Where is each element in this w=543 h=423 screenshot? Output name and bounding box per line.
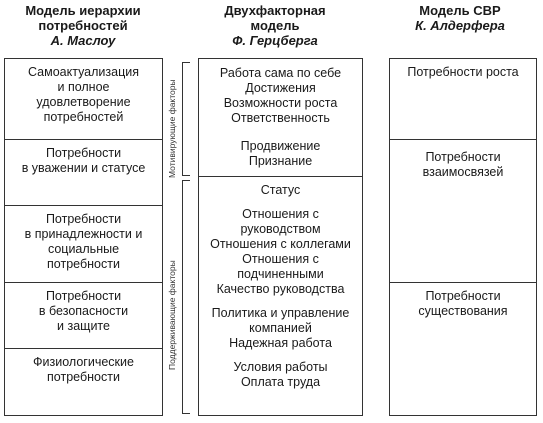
herzberg-factor: Надежная работа bbox=[229, 336, 332, 350]
header-herzberg-line1: Двухфакторная bbox=[224, 3, 326, 18]
header-herzberg-line2: модель bbox=[250, 18, 300, 33]
maslow-level-3-line: Потребности bbox=[45, 212, 122, 226]
erg-relatedness: Потребности взаимосвязей bbox=[390, 140, 536, 283]
maslow-level-3-line: социальные bbox=[47, 242, 120, 256]
header-maslow-line2: потребностей bbox=[38, 18, 128, 33]
herzberg-factor: Отношения с bbox=[242, 252, 319, 266]
herzberg-factor: Работа сама по себе bbox=[219, 66, 342, 80]
maslow-level-2-line: Потребности bbox=[45, 146, 122, 160]
maslow-level-1-line: и полное bbox=[57, 80, 110, 94]
header-maslow-line1: Модель иерархии bbox=[25, 3, 141, 18]
erg-existence-line: Потребности bbox=[425, 289, 501, 303]
herzberg-factor: Отношения с bbox=[242, 207, 319, 221]
header-herzberg-line3: Ф. Герцберга bbox=[232, 33, 318, 48]
maslow-level-4: Потребности в безопасности и защите bbox=[5, 283, 162, 349]
erg-growth: Потребности роста bbox=[390, 59, 536, 140]
erg-relatedness-line: Потребности bbox=[425, 150, 501, 164]
herzberg-factor: Ответственность bbox=[231, 111, 330, 125]
maslow-level-4-line: и защите bbox=[57, 319, 110, 333]
erg-growth-line: Потребности роста bbox=[407, 65, 519, 79]
header-maslow-line3: А. Маслоу bbox=[50, 33, 116, 48]
maslow-level-1-line: удовлетворение bbox=[36, 95, 131, 109]
herzberg-factor: Отношения с коллегами bbox=[210, 237, 351, 251]
maslow-level-4-line: Потребности bbox=[45, 289, 122, 303]
herzberg-factor: Условия работы bbox=[233, 360, 328, 374]
maslow-level-2-line: в уважении и статусе bbox=[21, 161, 146, 175]
herzberg-factor: Достижения bbox=[245, 81, 316, 95]
herzberg-factor: Возможности роста bbox=[223, 96, 338, 110]
motivating-factors-label: Мотивирующие факторы bbox=[167, 79, 177, 178]
herzberg-factor: Политика и управление bbox=[211, 306, 350, 320]
maslow-level-1: Самоактуализация и полное удовлетворение… bbox=[5, 59, 162, 140]
erg-relatedness-line: взаимосвязей bbox=[422, 165, 504, 179]
maslow-column: Самоактуализация и полное удовлетворение… bbox=[4, 58, 163, 416]
hygiene-factors-label: Поддерживающие факторы bbox=[167, 260, 177, 370]
herzberg-factor: Оплата труда bbox=[240, 375, 321, 389]
erg-existence: Потребности существования bbox=[390, 283, 536, 415]
herzberg-factor: Качество руководства bbox=[216, 282, 345, 296]
erg-existence-line: существования bbox=[418, 304, 508, 318]
maslow-level-2: Потребности в уважении и статусе bbox=[5, 140, 162, 206]
header-erg-line2: К. Алдерфера bbox=[415, 18, 505, 33]
header-erg: Модель СВР К. Алдерфера bbox=[385, 3, 535, 33]
herzberg-factor: Признание bbox=[248, 154, 313, 168]
maslow-level-4-line: в безопасности bbox=[38, 304, 129, 318]
herzberg-hygiene-section: Статус Отношения с руководством Отношени… bbox=[199, 177, 362, 415]
herzberg-factor: подчиненными bbox=[237, 267, 324, 281]
maslow-level-3: Потребности в принадлежности и социальны… bbox=[5, 206, 162, 283]
maslow-level-1-line: Самоактуализация bbox=[27, 65, 140, 79]
header-maslow: Модель иерархии потребностей А. Маслоу bbox=[8, 3, 158, 48]
maslow-level-3-line: потребности bbox=[47, 257, 120, 271]
herzberg-factor: руководством bbox=[240, 222, 321, 236]
herzberg-column: Работа сама по себе Достижения Возможнос… bbox=[198, 58, 363, 416]
hygiene-brace bbox=[182, 180, 190, 414]
erg-column: Потребности роста Потребности взаимосвяз… bbox=[389, 58, 537, 416]
header-erg-line1: Модель СВР bbox=[419, 3, 501, 18]
herzberg-factor: Продвижение bbox=[240, 139, 321, 153]
herzberg-factor: компанией bbox=[249, 321, 312, 335]
maslow-level-3-line: в принадлежности и bbox=[24, 227, 143, 241]
maslow-level-5: Физиологические потребности bbox=[5, 349, 162, 415]
maslow-level-1-line: потребностей bbox=[43, 110, 124, 124]
header-herzberg: Двухфакторная модель Ф. Герцберга bbox=[190, 3, 360, 48]
herzberg-factor: Статус bbox=[260, 183, 301, 197]
maslow-level-5-line: Физиологические bbox=[33, 355, 134, 369]
motivating-brace bbox=[182, 62, 190, 176]
herzberg-motivating-section: Работа сама по себе Достижения Возможнос… bbox=[199, 59, 362, 177]
maslow-level-5-line: потребности bbox=[47, 370, 120, 384]
